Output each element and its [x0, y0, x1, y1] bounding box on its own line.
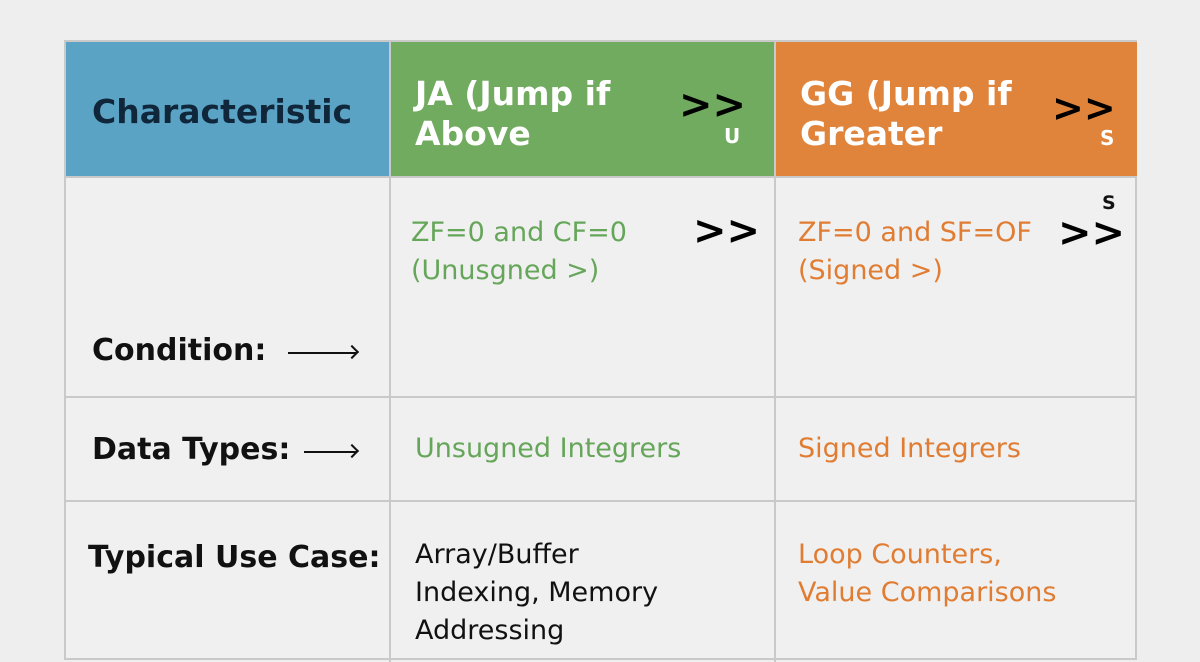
condition-gg-symbol: >> — [1058, 210, 1126, 256]
data-types-label: Data Types: — [92, 432, 291, 467]
use-case-ja-line1: Array/Buffer — [415, 539, 579, 570]
use-case-gg-line1: Loop Counters, — [798, 539, 1002, 570]
condition-arrow-icon — [288, 352, 356, 354]
ja-header-subscript: U — [724, 124, 741, 148]
header-gg-cell: GG (Jump if Greater >> S — [776, 42, 1137, 176]
data-types-row: Data Types: Unsugned Integrers Signed In… — [66, 398, 1135, 502]
data-types-arrow-icon — [304, 451, 356, 453]
use-case-label: Typical Use Case: — [88, 540, 381, 575]
condition-gg-cell: ZF=0 and SF=OF (Signed >) >> S — [776, 178, 1137, 396]
condition-ja-cell: ZF=0 and CF=0 (Unusgned >) >> — [391, 178, 776, 396]
gg-header-symbol: >> — [1052, 86, 1116, 130]
header-row: Characteristic JA (Jump if Above >> U GG… — [66, 42, 1137, 178]
condition-gg-superscript: S — [1102, 192, 1116, 214]
use-case-row: Typical Use Case: Array/Buffer Indexing,… — [66, 502, 1135, 662]
header-gg-title: GG (Jump if Greater — [800, 74, 1012, 153]
condition-label: Condition: — [92, 333, 267, 368]
use-case-ja-cell: Array/Buffer Indexing, Memory Addressing — [391, 502, 776, 662]
use-case-ja-line2: Indexing, Memory — [415, 577, 659, 608]
header-ja-title: JA (Jump if Above — [415, 74, 611, 153]
header-ja-cell: JA (Jump if Above >> U — [391, 42, 776, 176]
gg-header-subscript: S — [1100, 126, 1115, 150]
header-characteristic-cell: Characteristic — [66, 42, 391, 176]
use-case-gg-line2: Value Comparisons — [798, 577, 1057, 608]
data-types-label-cell: Data Types: — [66, 398, 391, 500]
data-types-gg-cell: Signed Integrers — [776, 398, 1137, 500]
data-types-ja-cell: Unsugned Integrers — [391, 398, 776, 500]
condition-label-cell: Condition: — [66, 178, 391, 396]
condition-gg-line1: ZF=0 and SF=OF — [798, 217, 1032, 248]
comparison-table: Characteristic JA (Jump if Above >> U GG… — [64, 40, 1137, 662]
header-characteristic: Characteristic — [92, 92, 353, 131]
data-types-ja: Unsugned Integrers — [415, 433, 682, 464]
condition-gg-line2: (Signed >) — [798, 255, 943, 286]
data-types-gg: Signed Integrers — [798, 433, 1021, 464]
use-case-gg-cell: Loop Counters, Value Comparisons — [776, 502, 1137, 662]
condition-row: Condition: ZF=0 and CF=0 (Unusgned >) >>… — [66, 178, 1135, 398]
condition-ja-line1: ZF=0 and CF=0 — [411, 217, 627, 248]
ja-header-symbol: >> — [679, 82, 747, 128]
condition-ja-line2: (Unusgned >) — [411, 255, 600, 286]
use-case-label-cell: Typical Use Case: — [66, 502, 391, 662]
use-case-ja-line3: Addressing — [415, 615, 565, 646]
condition-ja-symbol: >> — [693, 208, 761, 254]
